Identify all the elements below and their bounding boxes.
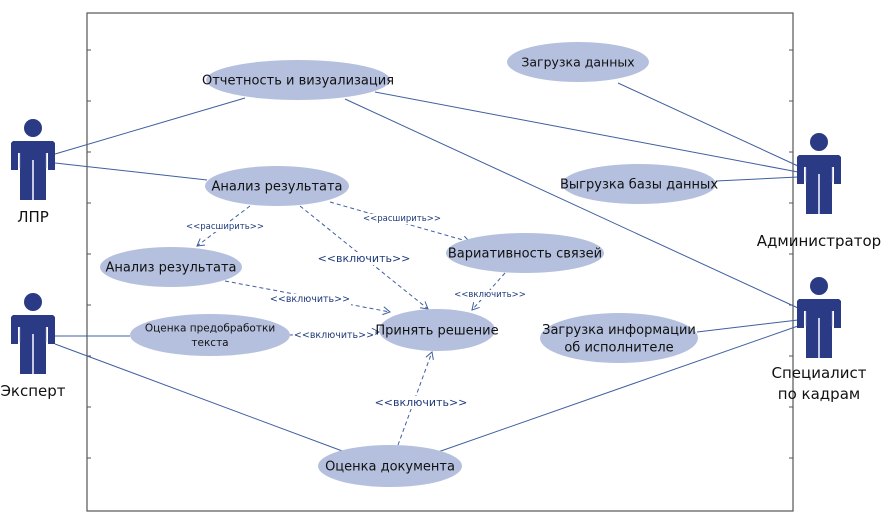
stereotype-label-bg — [316, 252, 412, 265]
stereotype-label: <<расширить>> — [363, 214, 441, 224]
use-case-label: Оценка документа — [325, 460, 455, 475]
actor-expert[interactable]: Эксперт — [0, 293, 66, 400]
arrowhead-icon — [471, 302, 480, 311]
actor-admin[interactable]: Администратор — [757, 133, 881, 250]
stereotype-label-bg — [292, 330, 376, 341]
use-case-analysis1[interactable]: Анализ результата — [205, 166, 349, 206]
use-case-decision[interactable]: Принять решение — [375, 309, 499, 351]
arrowhead-icon — [425, 351, 434, 361]
use-case-docassess[interactable]: Оценка документа — [318, 445, 462, 487]
actor-figure-icon[interactable] — [11, 119, 55, 200]
association-line — [374, 91, 799, 173]
stereotype-label: <<расширить>> — [186, 222, 264, 232]
use-case-loadinfo[interactable]: Загрузка информации об исполнителе — [540, 313, 698, 363]
use-case-label: Оценка предобработки — [145, 323, 275, 335]
use-case-label: Загрузка информации — [542, 323, 696, 338]
use-case-ellipse[interactable] — [540, 313, 698, 363]
system-boundary — [86, 12, 794, 512]
actor-label: Эксперт — [0, 382, 65, 400]
use-case-label: Вариативность связей — [448, 247, 602, 262]
stereotype-label: <<включить>> — [375, 396, 468, 409]
use-case-ellipse[interactable] — [507, 42, 649, 82]
use-case-ellipse[interactable] — [130, 314, 290, 356]
stereotype-label: <<включить>> — [454, 290, 526, 300]
dependency-line — [299, 205, 429, 310]
use-case-ellipse[interactable] — [379, 309, 495, 351]
stereotype-label-bg — [453, 290, 527, 300]
actor-hr[interactable]: Специалист по кадрам — [772, 277, 867, 403]
use-case-load[interactable]: Загрузка данных — [507, 42, 649, 82]
actor-label: Администратор — [757, 232, 881, 250]
use-case-report[interactable]: Отчетность и визуализация — [202, 60, 394, 100]
actor-label: по кадрам — [778, 385, 860, 403]
association-line — [696, 319, 799, 333]
stereotype-label-bg — [362, 214, 442, 224]
use-case-analysis2[interactable]: Анализ результата — [100, 247, 242, 287]
association-line — [54, 97, 246, 155]
actor-label: Специалист — [772, 364, 867, 382]
stereotype-label: <<включить>> — [270, 294, 350, 305]
use-case-label: Принять решение — [375, 324, 498, 339]
association-line — [344, 98, 799, 309]
association-line — [617, 82, 799, 167]
association-line — [54, 162, 208, 181]
actor-figure-icon[interactable] — [11, 293, 55, 374]
use-case-preproc[interactable]: Оценка предобработки текста — [130, 314, 290, 356]
stereotype-label: <<включить>> — [294, 330, 374, 341]
use-case-variability[interactable]: Вариативность связей — [446, 233, 604, 273]
stereotype-label-bg — [373, 396, 469, 409]
stereotype-label-bg — [268, 294, 352, 305]
use-case-ellipse[interactable] — [100, 247, 242, 287]
association-line — [715, 176, 799, 182]
use-case-export[interactable]: Выгрузка базы данных — [560, 164, 718, 204]
dependencies: <<расширить>> <<расширить>> <<включить>> <<… — [185, 201, 527, 446]
actor-figure-icon[interactable] — [797, 277, 841, 358]
use-case-label: Анализ результата — [211, 180, 342, 195]
use-case-label: об исполнителе — [564, 340, 673, 355]
arrowhead-icon — [419, 301, 429, 310]
use-case-label: текста — [191, 337, 228, 349]
use-case-label: Анализ результата — [105, 261, 236, 276]
arrowhead-icon — [196, 238, 206, 247]
association-line — [54, 343, 346, 453]
association-line — [437, 325, 799, 453]
stereotype-label: <<включить>> — [318, 252, 411, 265]
actor-lpr[interactable]: ЛПР — [11, 119, 55, 226]
use-case-ellipse[interactable] — [206, 60, 390, 100]
use-case-label: Загрузка данных — [521, 54, 634, 69]
stereotype-label-bg — [185, 222, 265, 232]
arrowhead-icon — [382, 306, 391, 316]
use-case-ellipse[interactable] — [562, 164, 716, 204]
use-case-ellipse[interactable] — [446, 233, 604, 273]
use-case-ellipse[interactable] — [318, 445, 462, 487]
associations — [54, 82, 799, 453]
use-case-label: Отчетность и визуализация — [202, 74, 394, 89]
use-case-label: Выгрузка базы данных — [560, 178, 718, 193]
use-case-ellipse[interactable] — [205, 166, 349, 206]
actor-label: ЛПР — [17, 208, 49, 226]
actor-figure-icon[interactable] — [797, 133, 841, 214]
